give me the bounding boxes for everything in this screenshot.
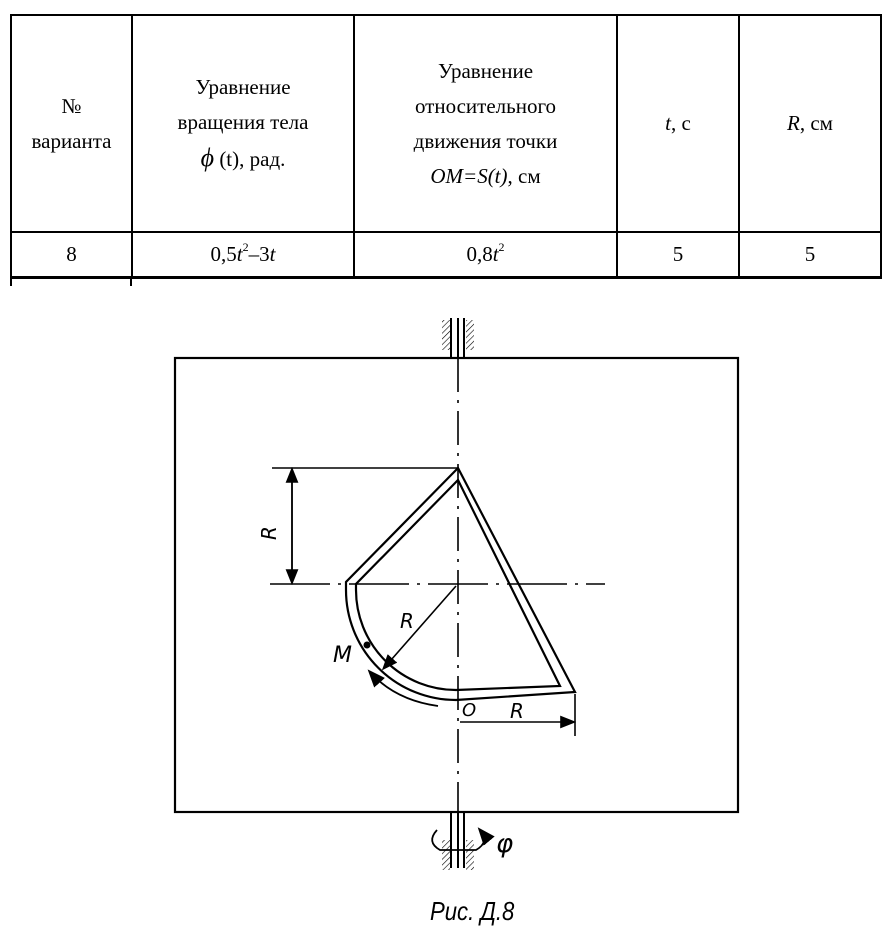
phi-args: (t), рад. <box>214 147 286 171</box>
phi-symbol: ϕ <box>200 143 215 172</box>
rel-t: t <box>492 241 499 266</box>
header-rotation-line1: Уравнение <box>195 75 291 99</box>
figure-caption: Рис. Д.8 <box>430 896 515 926</box>
header-relative: Уравнение относительного движения точки … <box>353 14 618 233</box>
time-symbol: t <box>665 111 671 135</box>
rotation-arrow <box>431 827 495 851</box>
header-rotation-formula: ϕ (t), рад. <box>137 140 349 177</box>
dimension-r-vertical <box>272 466 458 586</box>
rel-a: 0,8 <box>466 241 493 266</box>
header-relative-line3: движения точки <box>413 128 558 153</box>
table-stub-mid <box>130 278 132 286</box>
lower-bearing <box>442 812 474 870</box>
header-variant: № варианта <box>10 14 133 233</box>
rot-b: –3 <box>248 241 270 266</box>
mechanism-figure: R R R M O φ <box>173 318 740 870</box>
label-r-vertical: R <box>257 526 281 540</box>
rot-pow: 2 <box>242 239 249 254</box>
label-r-radius: R <box>400 609 414 633</box>
radius-unit: , см <box>799 111 833 135</box>
motion-arrow <box>367 669 439 707</box>
time-unit: , с <box>671 111 691 135</box>
label-m: M <box>333 643 352 668</box>
header-radius: R, см <box>738 14 882 233</box>
rot-t: t <box>236 241 243 266</box>
header-time: t, с <box>616 14 740 233</box>
header-variant-word: варианта <box>31 128 112 153</box>
upper-bearing <box>442 318 474 358</box>
header-variant-sign: № <box>61 93 82 118</box>
cell-rotation: 0,5t2–3t <box>131 231 355 279</box>
om-formula: OM=S(t) <box>430 163 508 188</box>
header-relative-line2: относительного <box>414 93 557 118</box>
header-rotation-line2: вращения тела <box>177 110 309 134</box>
rot-c: t <box>269 241 276 266</box>
rot-a: 0,5 <box>210 241 237 266</box>
cell-relative: 0,8t2 <box>353 231 618 279</box>
header-row: № варианта Уравнение вращения тела ϕ (t)… <box>10 14 882 233</box>
table-stub-left <box>10 278 12 286</box>
om-unit: , см <box>507 163 541 188</box>
label-phi: φ <box>496 829 513 859</box>
header-relative-line1: Уравнение <box>437 58 534 83</box>
rel-pow: 2 <box>498 239 505 254</box>
label-o: O <box>462 700 476 721</box>
cell-radius: 5 <box>738 231 882 279</box>
header-relative-formula: OM=S(t), см <box>359 159 612 194</box>
radius-arrow <box>381 585 457 671</box>
cell-time: 5 <box>616 231 740 279</box>
rotating-plate <box>173 356 740 814</box>
dimension-r-horizontal <box>460 694 577 736</box>
header-rotation: Уравнение вращения тела ϕ (t), рад. <box>131 14 355 233</box>
cell-variant: 8 <box>10 231 133 279</box>
radius-symbol: R <box>787 111 800 135</box>
point-m <box>363 641 371 649</box>
task-table: № варианта Уравнение вращения тела ϕ (t)… <box>10 14 882 279</box>
label-r-horizontal: R <box>510 699 524 723</box>
data-row: 8 0,5t2–3t 0,8t2 5 5 <box>10 231 882 279</box>
